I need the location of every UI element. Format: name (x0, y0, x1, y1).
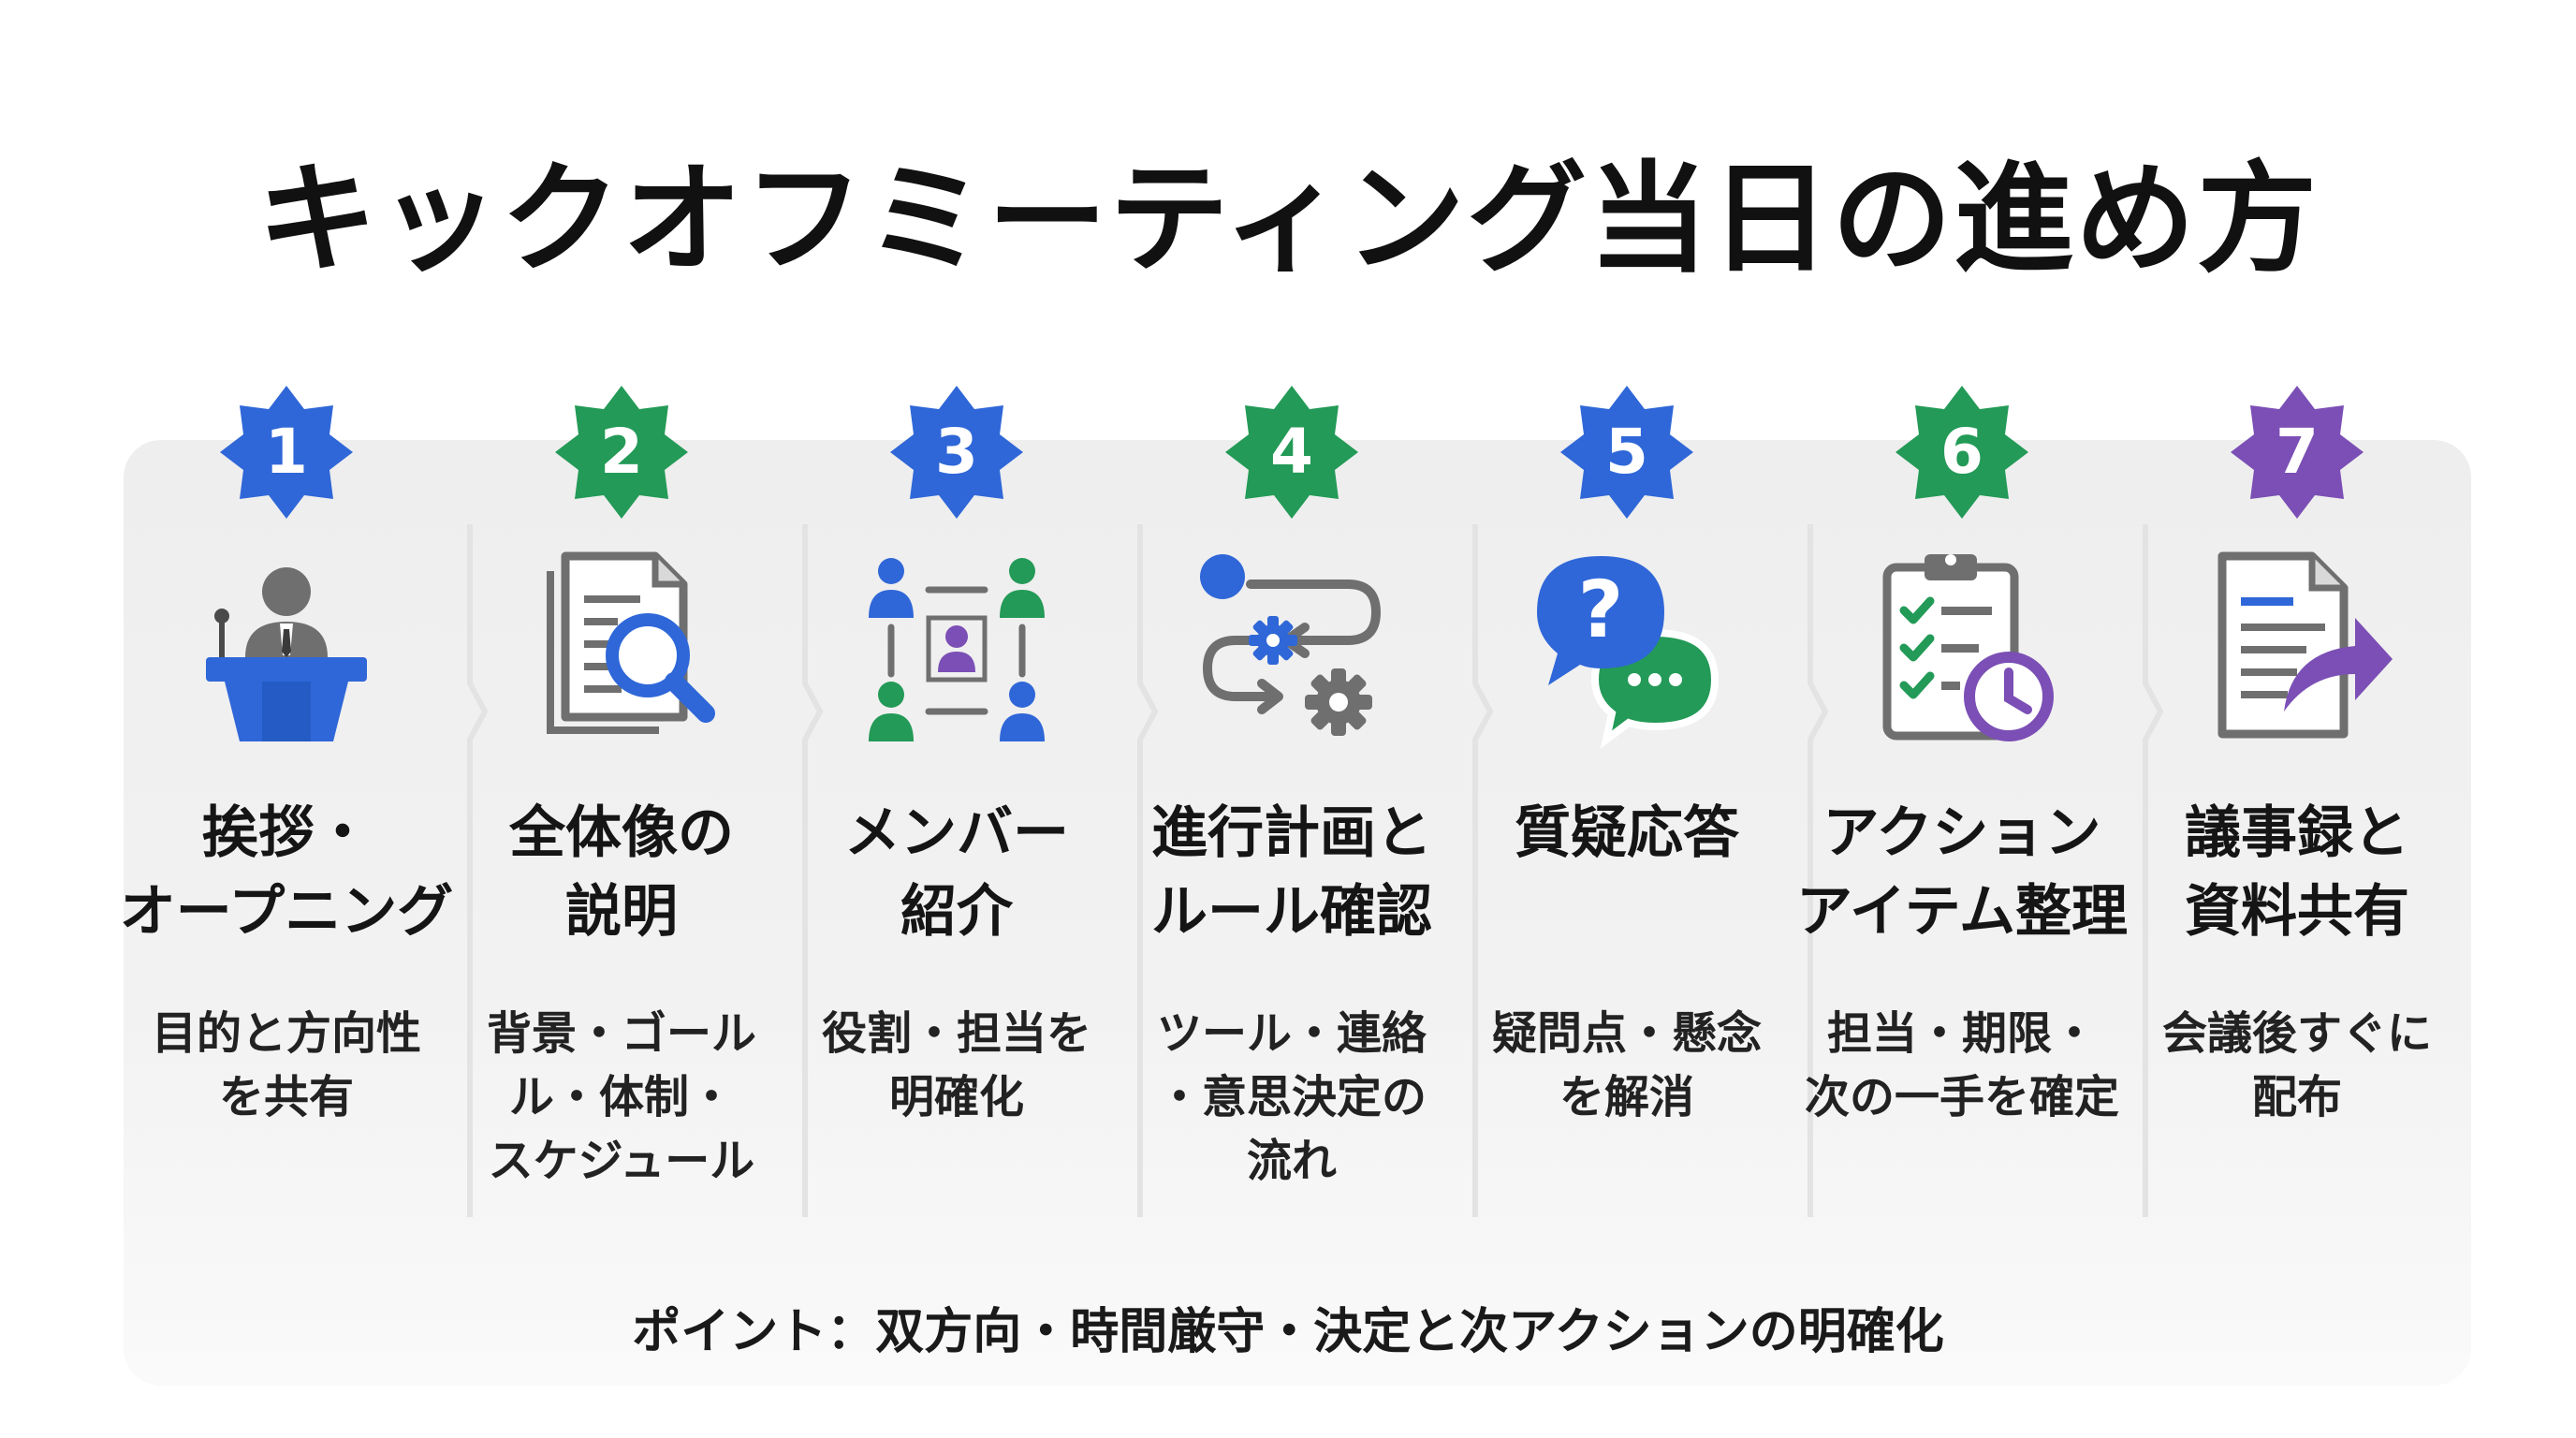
step-label: メンバー 紹介 (844, 800, 1069, 945)
step-4: 4 進行計画と (1124, 386, 1459, 1226)
document-magnifier-icon (519, 543, 724, 749)
podium-speaker-icon (183, 543, 389, 749)
badge-star-icon (1560, 386, 1693, 519)
badge-star-icon (555, 386, 688, 519)
step-number: 2 (600, 416, 643, 488)
step-separator (1472, 524, 1494, 1217)
step-number: 7 (2276, 416, 2319, 488)
step-separator (802, 524, 824, 1217)
step-label: 質疑応答 (1515, 800, 1739, 866)
step-number-badge: 3 (886, 382, 1027, 522)
steps-panel (124, 440, 2471, 1386)
step-number-badge: 4 (1222, 382, 1362, 522)
step-label: 議事録と 資料共有 (2185, 800, 2409, 945)
document-share-icon (2194, 543, 2400, 749)
step-separator (1137, 524, 1159, 1217)
svg-text:?: ? (1578, 564, 1624, 655)
step-label: 進行計画と ルール確認 (1151, 800, 1432, 945)
step-number: 5 (1605, 416, 1648, 488)
team-network-icon (854, 543, 1060, 749)
badge-star-icon (1225, 386, 1358, 519)
step-number: 1 (265, 416, 308, 488)
step-6: 6 アクション アイテム整理 担当・期限・ 次の一手を確定 (1794, 386, 2130, 1226)
step-description: 目的と方向性 を共有 (151, 1007, 421, 1123)
step-description: 担当・期限・ 次の一手を確定 (1804, 1007, 2119, 1123)
key-point-note: ポイント：双方向・時間厳守・決定と次アクションの明確化 (632, 1304, 1944, 1360)
step-separator (1808, 524, 1829, 1217)
step-number-badge: 7 (2227, 382, 2367, 522)
step-label: 挨拶・ オープニング (119, 800, 454, 945)
step-1: 1 挨拶・ オープニング 目的と方向性 を共有 (119, 386, 454, 1226)
step-5: 5 ? 質疑応答 疑問点・懸念 を解消 (1459, 386, 1794, 1226)
step-description: 背景・ゴール ル・体制・ スケジュール (486, 1007, 756, 1187)
step-description: ツール・連絡 ・意思決定の 流れ (1156, 1007, 1427, 1187)
checklist-clock-icon (1859, 543, 2065, 749)
step-number-badge: 2 (551, 382, 692, 522)
step-label: 全体像の 説明 (509, 800, 734, 945)
badge-star-icon (220, 386, 353, 519)
step-description: 会議後すぐに 配布 (2161, 1007, 2432, 1123)
badge-star-icon (1895, 386, 2028, 519)
step-description: 疑問点・懸念 を解消 (1491, 1007, 1762, 1123)
page-title: キックオフミーティング当日の進め方 (256, 150, 2320, 289)
step-3: 3 メンバー 紹介 役割・担当を 明確化 (789, 386, 1124, 1226)
step-number: 6 (1940, 416, 1983, 488)
step-2: 2 全体像の 説明 背景・ゴール ル・体制・ スケジュール (454, 386, 789, 1226)
step-number-badge: 6 (1892, 382, 2032, 522)
step-separator (467, 524, 489, 1217)
step-number: 4 (1270, 416, 1313, 488)
question-chat-icon: ? (1524, 543, 1730, 749)
badge-star-icon (890, 386, 1023, 519)
badge-star-icon (2231, 386, 2364, 519)
step-7: 7 議事録と 資料共有 会議後すぐに 配布 (2130, 386, 2465, 1226)
step-separator (2143, 524, 2164, 1217)
step-number-badge: 5 (1557, 382, 1697, 522)
step-description: 役割・担当を 明確化 (821, 1007, 1091, 1123)
process-gears-icon (1189, 543, 1395, 749)
step-number: 3 (935, 416, 978, 488)
step-number-badge: 1 (216, 382, 357, 522)
step-label: アクション アイテム整理 (1796, 800, 2128, 945)
